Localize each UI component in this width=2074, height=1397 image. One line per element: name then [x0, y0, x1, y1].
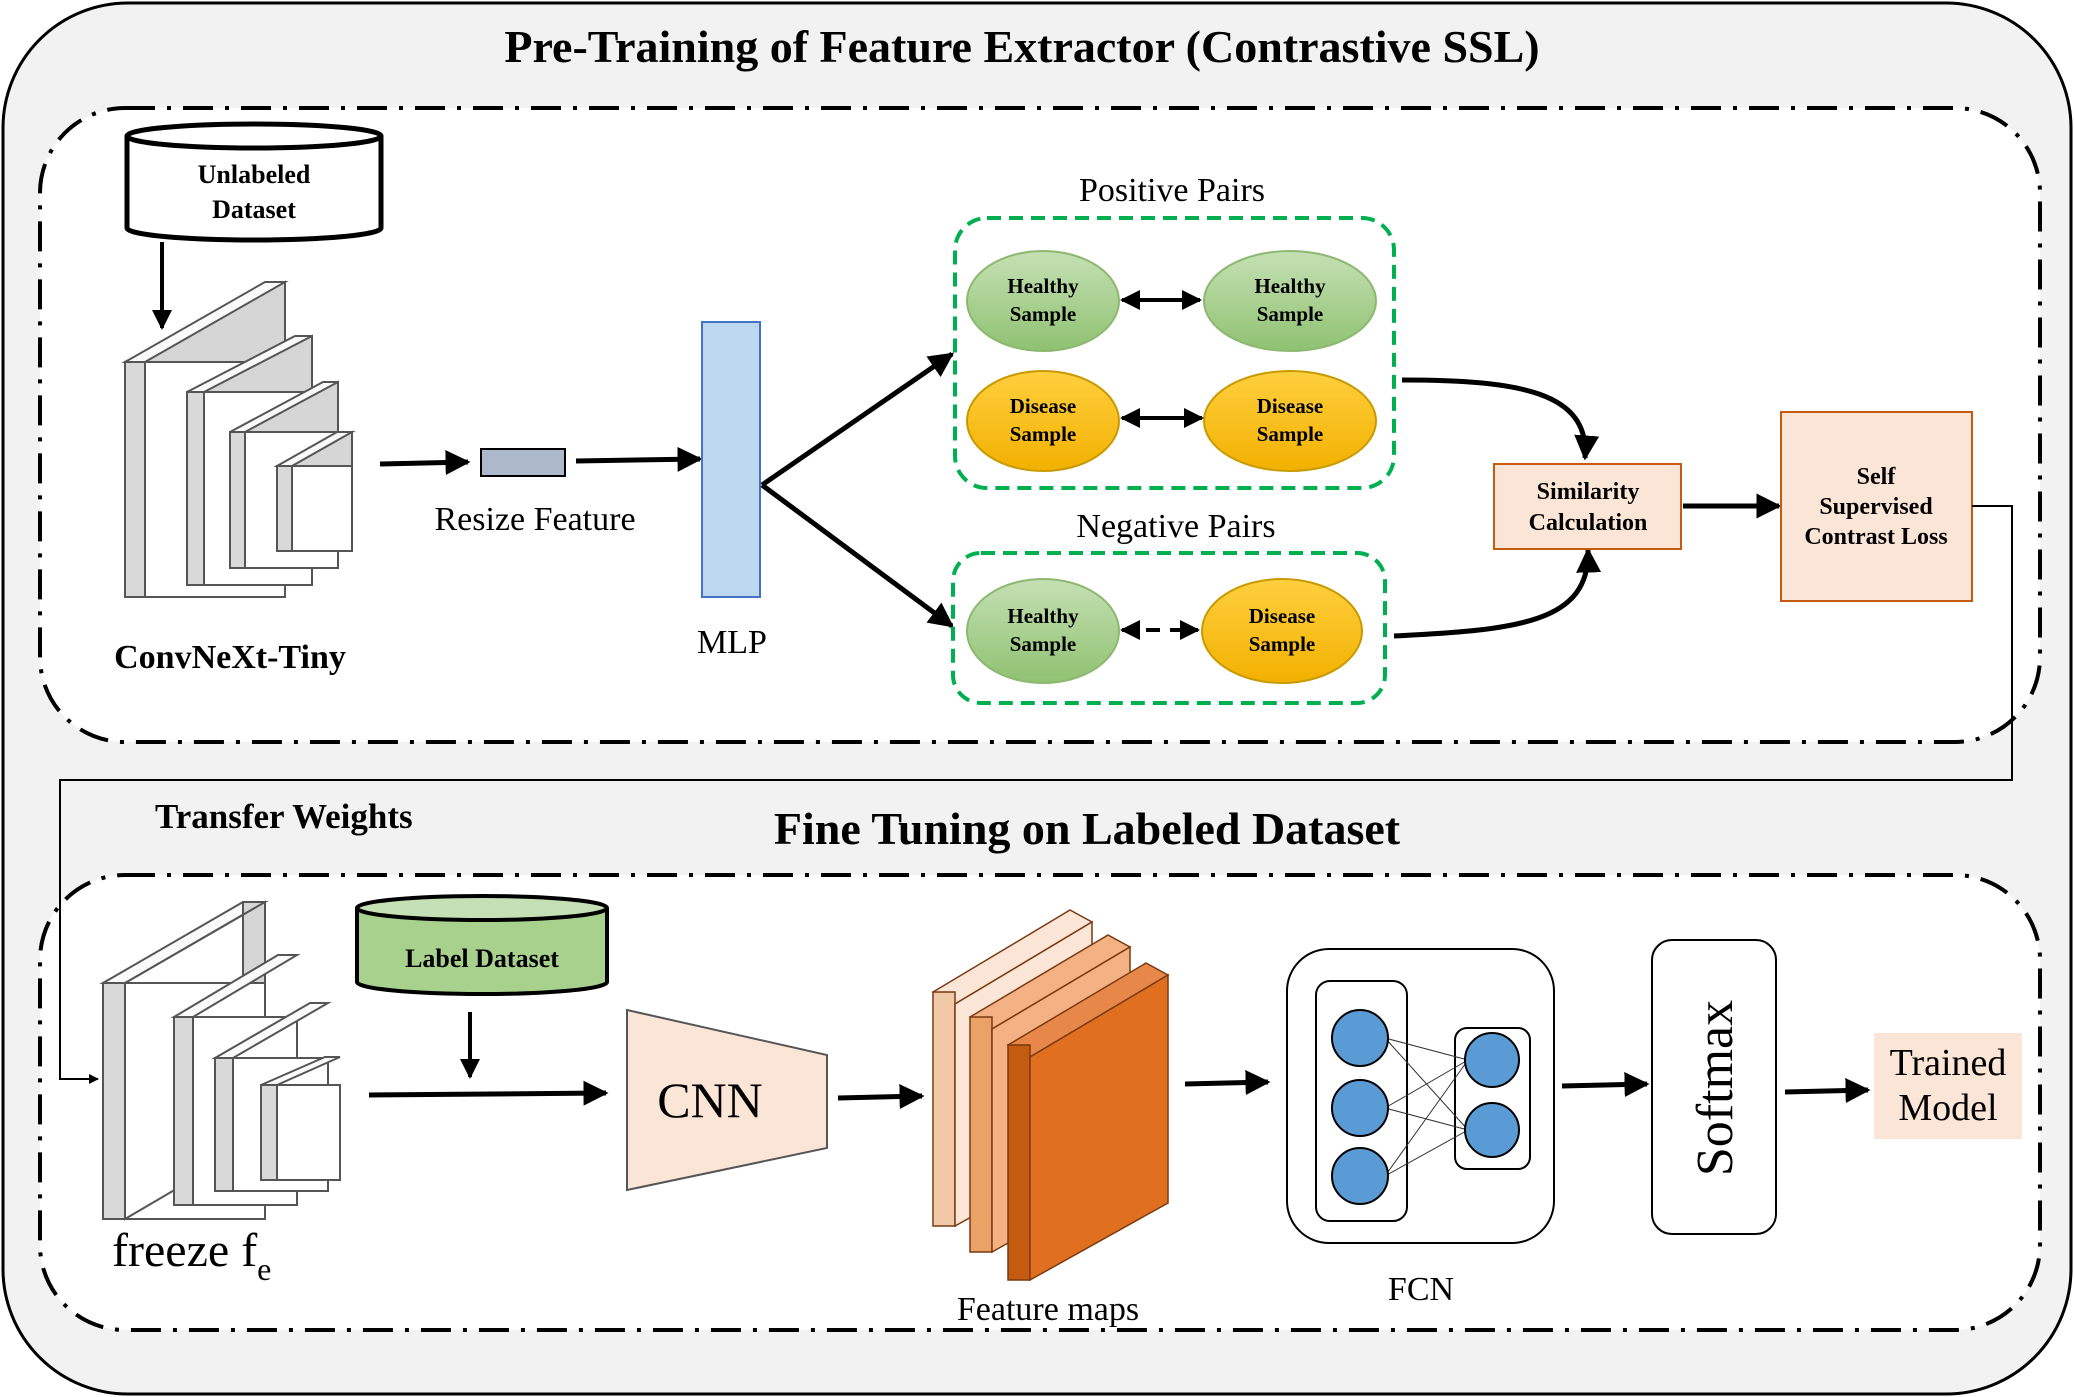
healthy-label: Healthy — [1007, 274, 1079, 298]
trained-line1: Trained — [1890, 1042, 2007, 1084]
softmax-box — [1651, 939, 1777, 1235]
feature-maps-to-fcn-arrow — [1184, 1070, 1271, 1096]
backbone-label: ConvNeXt-Tiny — [114, 639, 346, 676]
positive-pairs-title: Positive Pairs — [1079, 172, 1265, 209]
sample-label: Sample — [1257, 422, 1324, 446]
negative-pairs-title: Negative Pairs — [1076, 508, 1275, 545]
transfer-weights-label: Transfer Weights — [155, 797, 413, 836]
freeze-text: freeze f — [112, 1224, 257, 1277]
feature-maps-label: Feature maps — [957, 1291, 1139, 1328]
fcn-node — [1331, 1009, 1389, 1067]
positive-healthy-sample-a: Healthy Sample — [966, 250, 1120, 352]
healthy-label: Healthy — [1254, 274, 1326, 298]
cnn-block — [626, 1008, 828, 1192]
fcn-node — [1464, 1102, 1520, 1158]
freeze-label: freeze fe — [112, 1224, 271, 1287]
similarity-line2: Calculation — [1529, 510, 1648, 536]
fcn-node — [1331, 1079, 1389, 1137]
feature-maps-icon — [931, 909, 1170, 1282]
sample-label: Sample — [1010, 302, 1077, 326]
trained-model-box — [1874, 1033, 2022, 1139]
positive-to-similarity-arrow — [1401, 377, 1600, 461]
sample-label: Sample — [1249, 632, 1316, 656]
sample-label: Sample — [1010, 422, 1077, 446]
unlabeled-dataset-line1: Unlabeled — [198, 160, 311, 189]
disease-label: Disease — [1010, 394, 1077, 418]
disease-label: Disease — [1249, 604, 1316, 628]
resize-feature-label: Resize Feature — [434, 501, 635, 538]
disease-label: Disease — [1257, 394, 1324, 418]
mlp-block — [701, 321, 761, 598]
fcn-node — [1464, 1032, 1520, 1088]
resize-to-mlp-arrow — [575, 446, 703, 472]
softmax-label: Softmax — [1687, 1000, 1744, 1176]
label-dataset-label: Label Dataset — [405, 944, 559, 973]
similarity-line1: Similarity — [1537, 479, 1640, 505]
label-dataset-cylinder: Label Dataset — [355, 894, 609, 996]
backbone-to-resize-arrow — [379, 450, 471, 476]
unlabeled-dataset-line2: Dataset — [212, 195, 296, 224]
negative-disease-sample: Disease Sample — [1201, 578, 1363, 684]
loss-line2: Supervised — [1819, 494, 1933, 520]
mlp-to-negative-arrow — [760, 482, 955, 629]
cnn-to-feature-maps-arrow — [837, 1084, 925, 1110]
mlp-label: MLP — [697, 624, 767, 661]
positive-healthy-sample-b: Healthy Sample — [1203, 250, 1377, 352]
fcn-node — [1331, 1147, 1389, 1205]
resize-feature-block — [480, 448, 566, 477]
loss-line1: Self — [1857, 464, 1897, 490]
sample-label: Sample — [1010, 632, 1077, 656]
mlp-to-positive-arrow — [760, 351, 955, 488]
backbone-to-cnn-arrow — [368, 1080, 609, 1106]
unlabeled-dataset-cylinder: Unlabeled Dataset — [124, 121, 384, 243]
positive-disease-sample-b: Disease Sample — [1203, 370, 1377, 472]
convnext-tiny-icon — [121, 280, 356, 598]
sample-label: Sample — [1257, 302, 1324, 326]
pretraining-title: Pre-Training of Feature Extractor (Contr… — [504, 21, 1539, 72]
negative-to-similarity-arrow — [1393, 547, 1602, 639]
finetuning-title: Fine Tuning on Labeled Dataset — [774, 803, 1401, 854]
positive-disease-sample-a: Disease Sample — [966, 370, 1120, 472]
fcn-to-softmax-arrow — [1561, 1072, 1650, 1098]
freeze-subscript: e — [257, 1251, 271, 1287]
loss-line3: Contrast Loss — [1804, 524, 1947, 550]
similarity-calculation-box — [1493, 463, 1682, 550]
healthy-label: Healthy — [1007, 604, 1079, 628]
cnn-label: CNN — [657, 1072, 763, 1128]
negative-healthy-sample: Healthy Sample — [966, 578, 1120, 684]
fcn-connections — [1384, 1037, 1469, 1177]
frozen-backbone-icon — [99, 900, 341, 1221]
transfer-weights-connector — [59, 505, 2013, 1084]
trained-line2: Model — [1898, 1087, 1997, 1129]
softmax-to-trained-arrow — [1784, 1078, 1871, 1104]
fcn-label: FCN — [1388, 1271, 1454, 1308]
contrast-loss-box — [1780, 411, 1973, 602]
